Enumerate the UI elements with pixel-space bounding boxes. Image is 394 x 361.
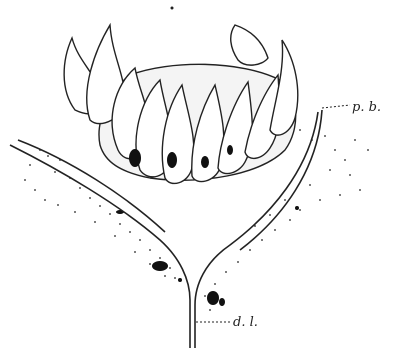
top-mark bbox=[171, 7, 174, 10]
label-dl: d. l. bbox=[233, 316, 258, 329]
tentacle-crown bbox=[64, 25, 298, 183]
label-pb: p. b. bbox=[352, 101, 381, 114]
